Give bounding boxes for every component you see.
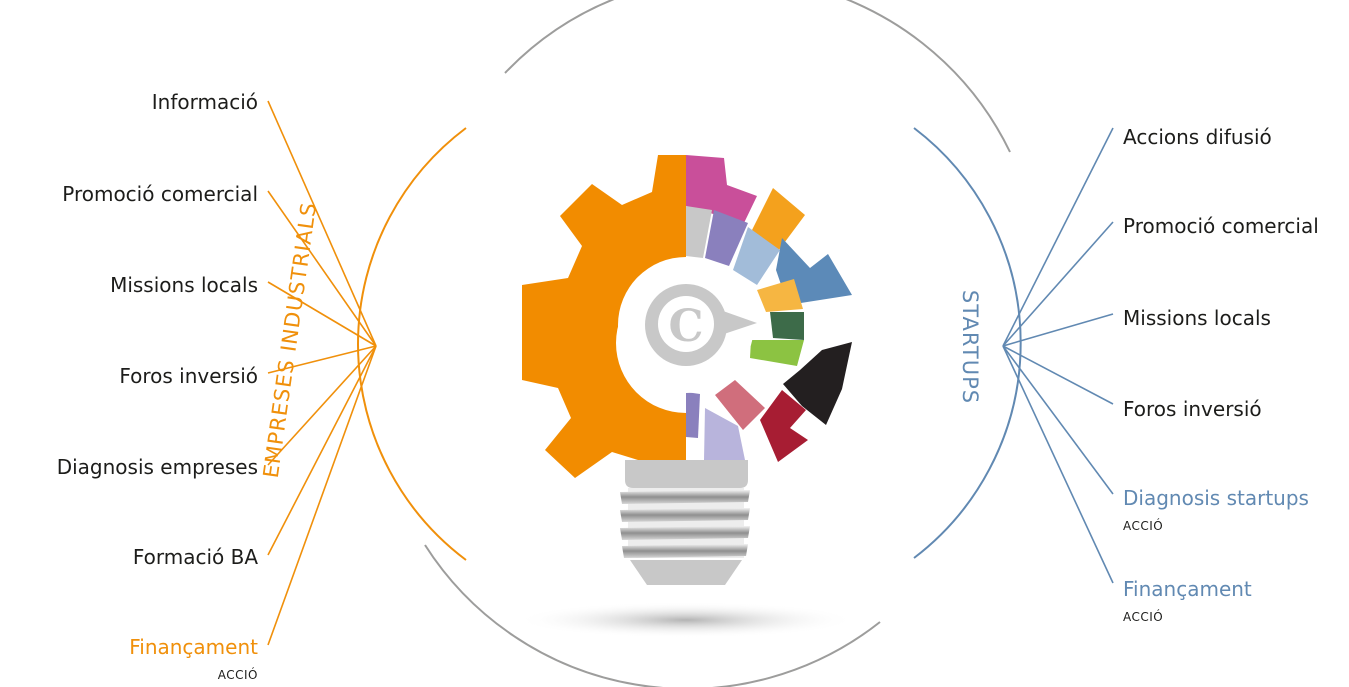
bulb-shadow bbox=[516, 602, 856, 638]
right-group-title: STARTUPS bbox=[958, 289, 982, 405]
right-item-promocio-comercial: Promoció comercial bbox=[1123, 214, 1319, 238]
left-connector-lines bbox=[267, 100, 377, 646]
outer-arc-bottom bbox=[424, 544, 881, 687]
left-group-arc bbox=[357, 127, 467, 561]
left-item-financament: Finançament bbox=[129, 635, 258, 659]
left-item-diagnosis-empreses: Diagnosis empreses bbox=[56, 455, 258, 479]
left-item-formacio-ba: Formació BA bbox=[132, 545, 258, 569]
left-item-financament-tag: ACCIÓ bbox=[217, 668, 258, 682]
outer-arc-top bbox=[504, 0, 1011, 153]
center-logo-pointer bbox=[706, 305, 757, 340]
gear-left-half bbox=[522, 155, 686, 478]
right-item-financament: Finançament bbox=[1123, 577, 1252, 601]
bulb-base bbox=[620, 460, 750, 585]
left-item-foros-inversio: Foros inversió bbox=[119, 364, 258, 388]
left-item-missions-locals: Missions locals bbox=[110, 273, 258, 297]
right-item-foros-inversio: Foros inversió bbox=[1123, 397, 1262, 421]
right-connector-lines bbox=[1002, 127, 1114, 584]
right-item-accions-difusio: Accions difusió bbox=[1123, 125, 1272, 149]
right-group-arc bbox=[913, 127, 1022, 559]
left-item-informacio: Informació bbox=[151, 90, 258, 114]
right-item-missions-locals: Missions locals bbox=[1123, 306, 1271, 330]
center-logo-inner bbox=[658, 296, 714, 352]
left-item-promocio-comercial: Promoció comercial bbox=[62, 182, 258, 206]
center-logo-letter: C bbox=[668, 301, 703, 352]
bulb-color-segments bbox=[686, 155, 852, 462]
right-item-financament-tag: ACCIÓ bbox=[1123, 610, 1164, 624]
right-item-diagnosis-startups: Diagnosis startups bbox=[1123, 486, 1309, 510]
right-item-diagnosis-startups-tag: ACCIÓ bbox=[1123, 519, 1164, 533]
